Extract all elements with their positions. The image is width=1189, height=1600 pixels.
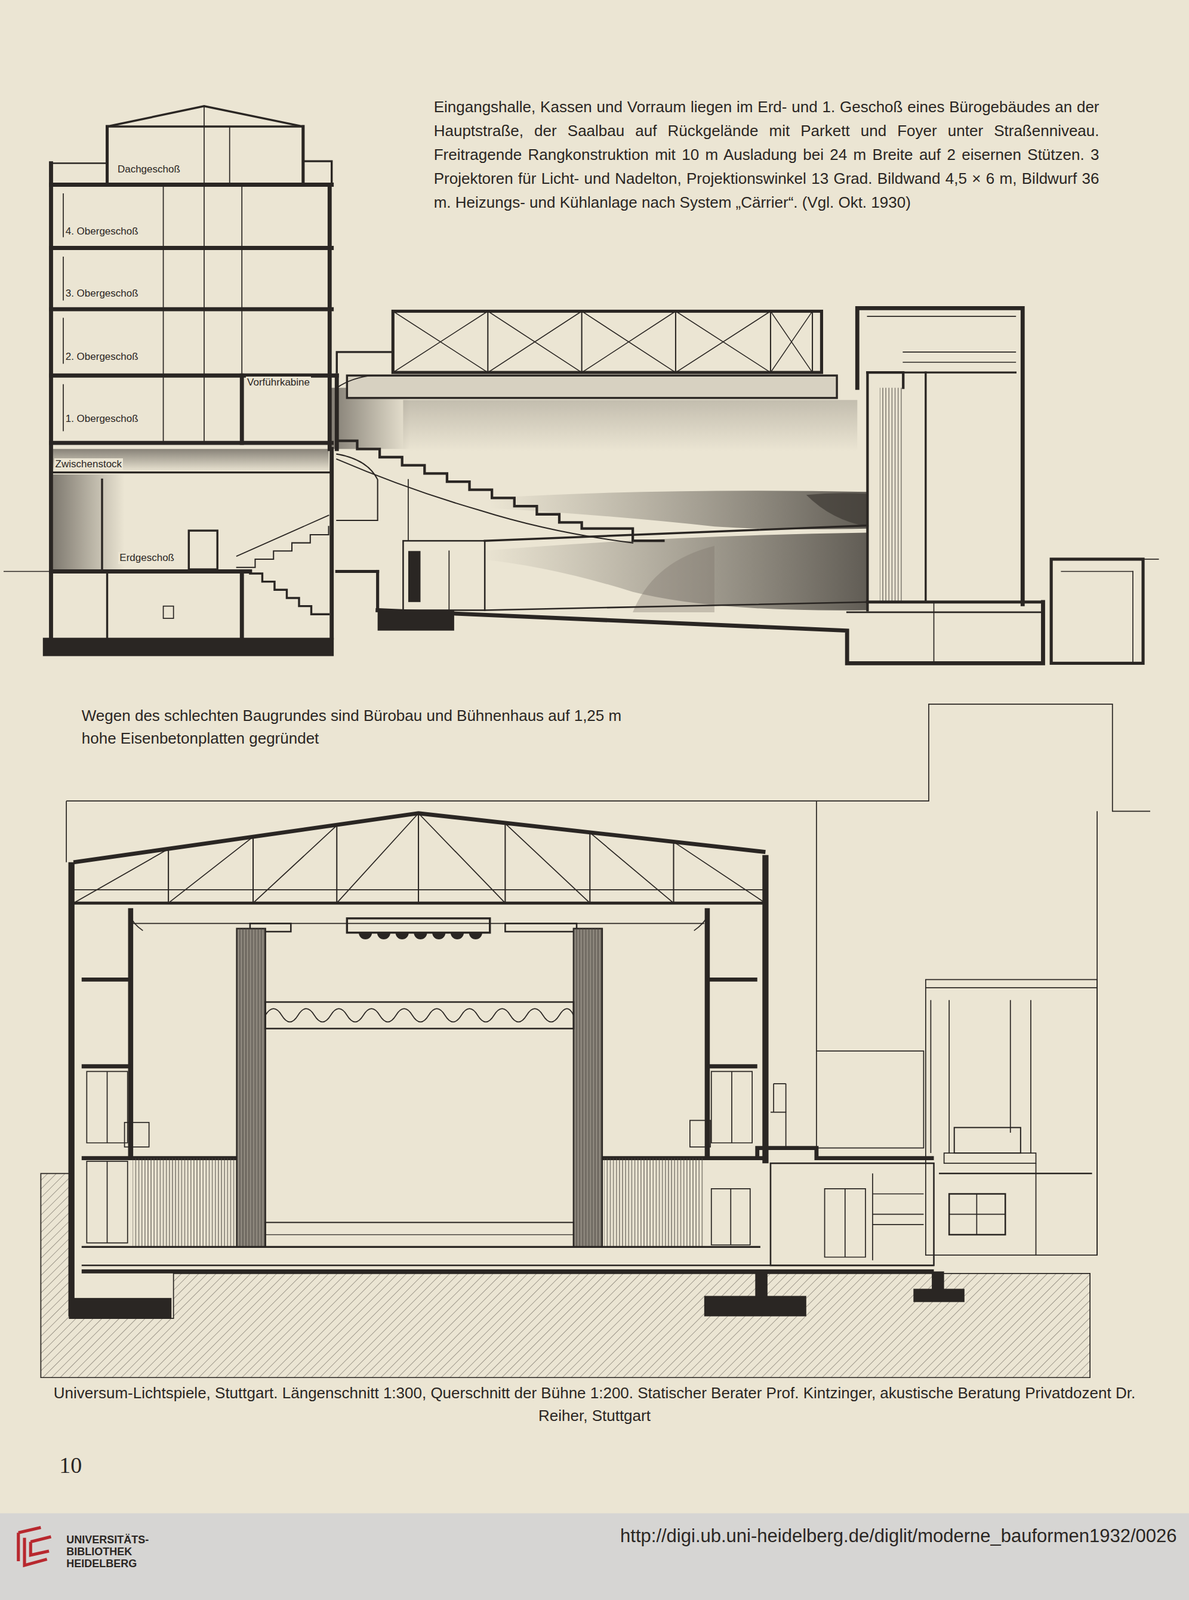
floor-label: Erdgeschoß [118, 552, 176, 565]
floor-label: Dachgeschoß [116, 163, 182, 176]
room-label: Vorführkabine [245, 376, 311, 389]
cross-section [40, 704, 1151, 1378]
longitudinal-section [4, 106, 1159, 664]
library-footer [0, 1513, 1189, 1600]
floor-label: 3. Obergeschoß [64, 287, 140, 300]
source-url: http://digi.ub.uni-heidelberg.de/diglit/… [620, 1525, 1177, 1548]
note-text: Wegen des schlechten Baugrundes sind Bür… [81, 704, 654, 750]
page-number: 10 [59, 1452, 82, 1480]
description-text: Eingangshalle, Kassen und Vorraum liegen… [433, 94, 1100, 215]
floor-label: 4. Obergeschoß [64, 225, 140, 238]
figure-caption: Universum-Lichtspiele, Stuttgart. Längen… [40, 1381, 1148, 1428]
floor-label: 2. Obergeschoß [64, 350, 140, 363]
floor-label: 1. Obergeschoß [64, 413, 140, 425]
floor-label: Zwischenstock [54, 458, 123, 471]
library-name: UNIVERSITÄTS- BIBLIOTHEK HEIDELBERG [66, 1534, 149, 1570]
